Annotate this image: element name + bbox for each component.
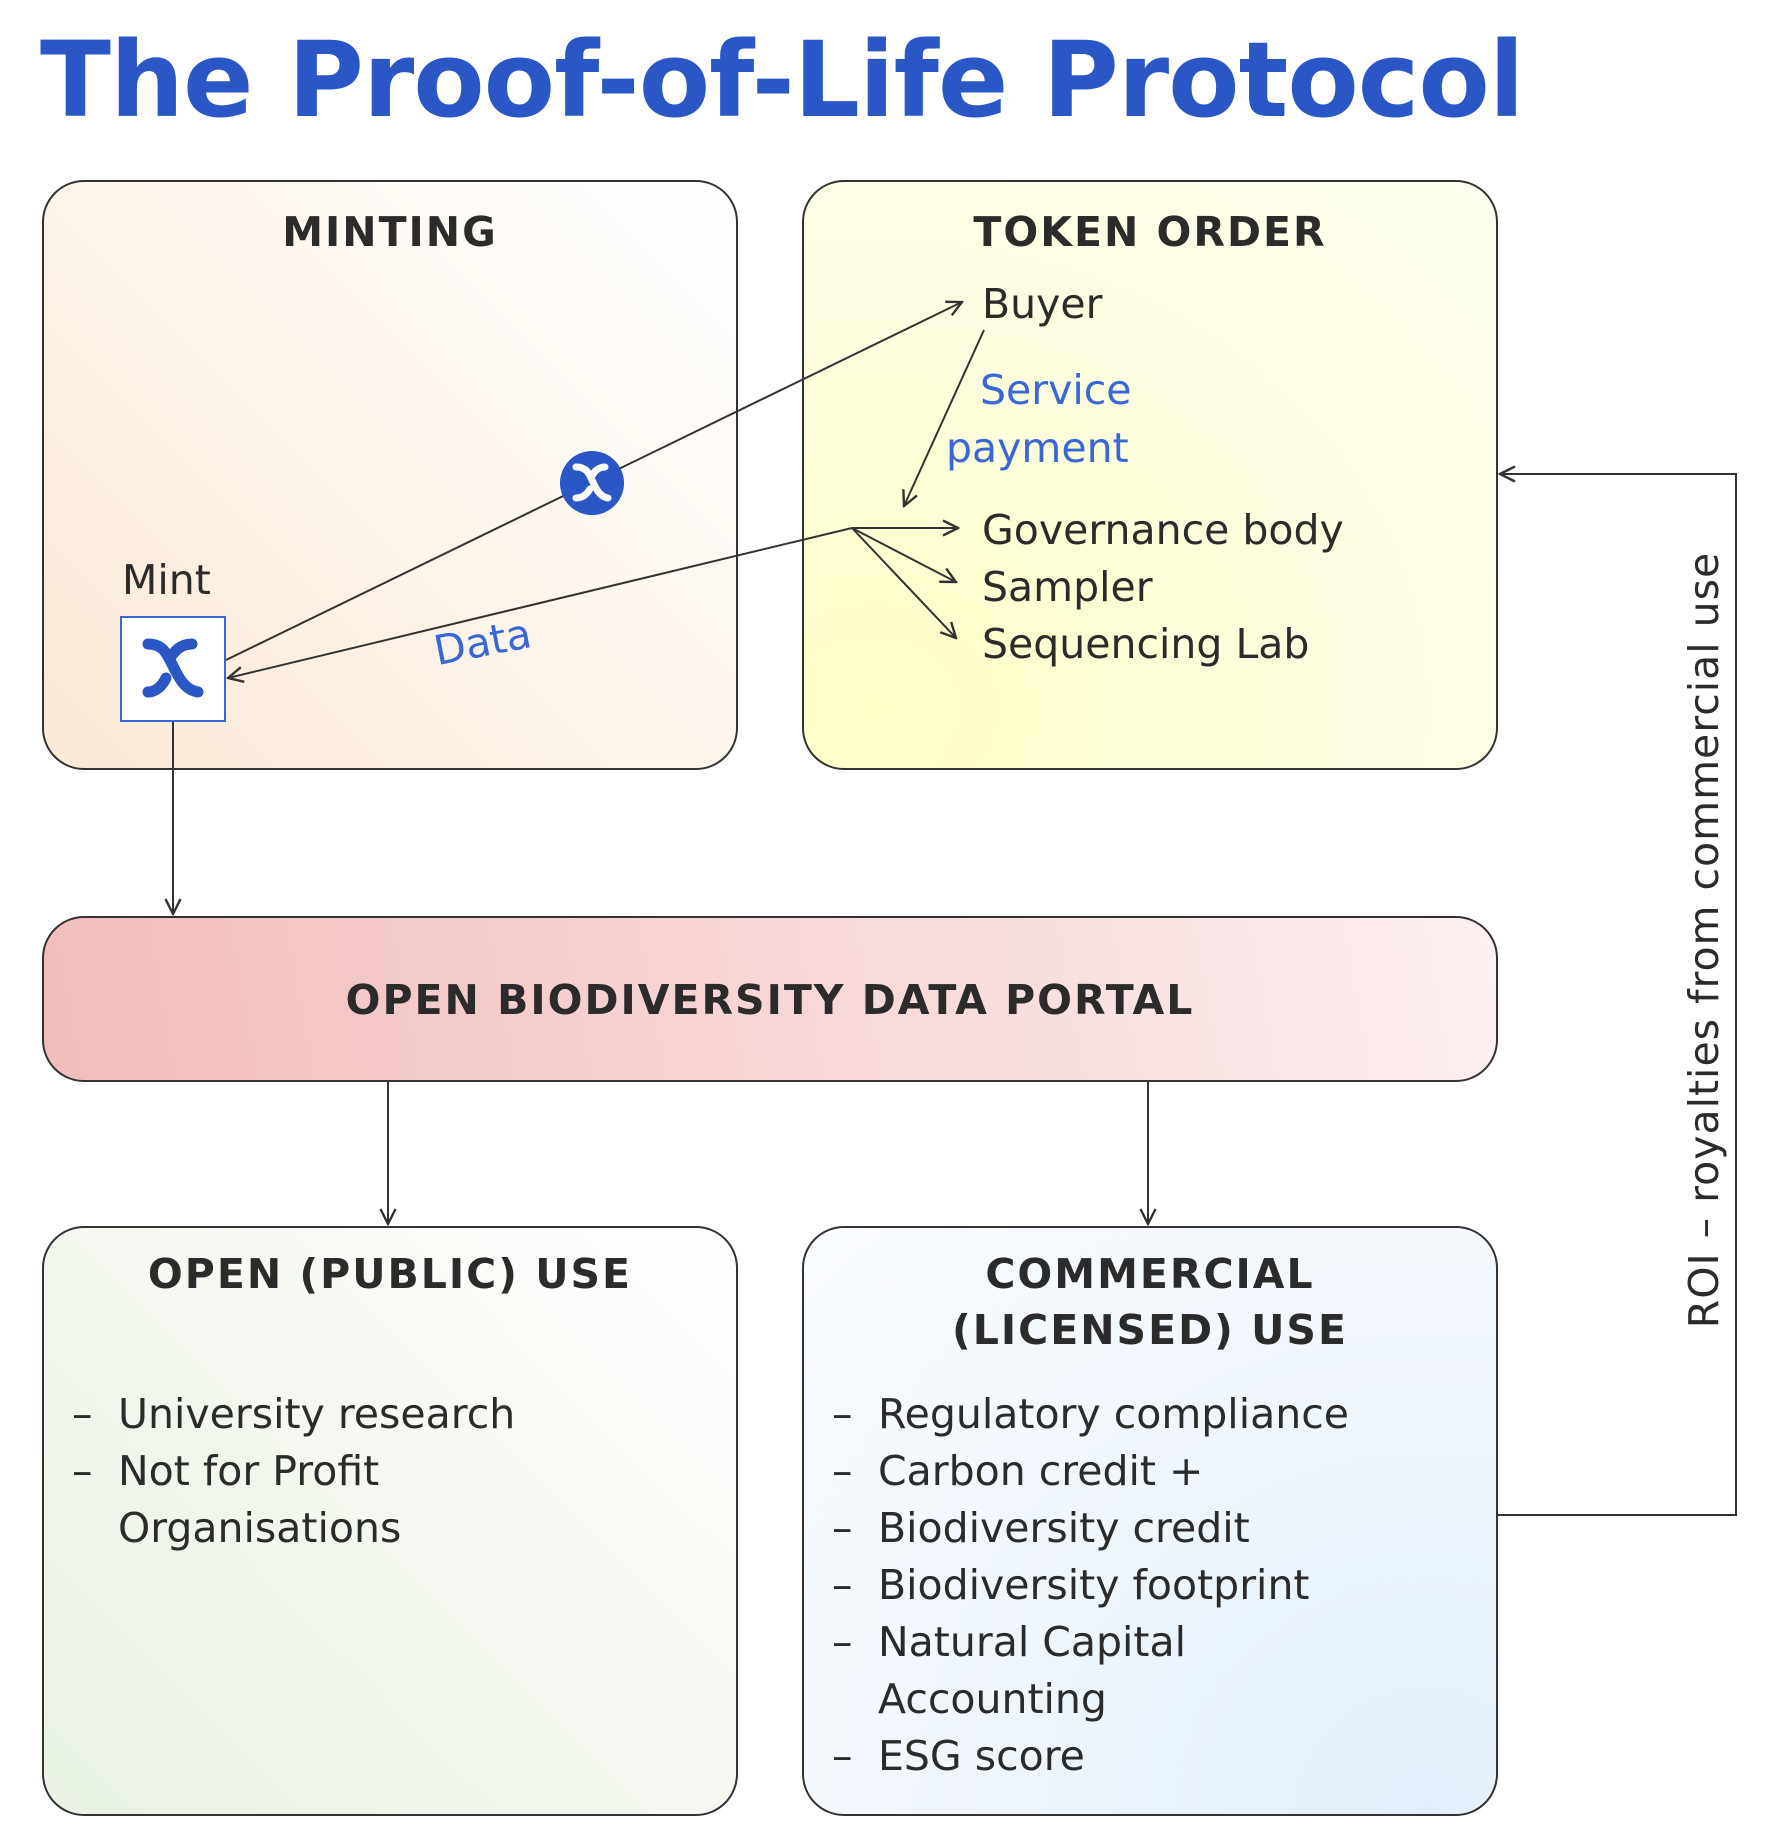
commercial-use-list: –Regulatory compliance –Carbon credit + …	[832, 1386, 1349, 1785]
mint-label: Mint	[122, 556, 211, 604]
token-glyph-icon	[142, 638, 204, 698]
list-item: –ESG score	[832, 1732, 1085, 1780]
buyer-label: Buyer	[982, 280, 1103, 328]
open-use-box: OPEN (PUBLIC) USE –University research –…	[42, 1226, 738, 1816]
open-use-list: –University research –Not for Profit Org…	[72, 1386, 515, 1557]
list-item: Accounting	[878, 1675, 1107, 1723]
list-item: –Regulatory compliance	[832, 1390, 1349, 1438]
roi-loop-arrow	[1498, 474, 1737, 1516]
token-order-title: TOKEN ORDER	[973, 208, 1327, 256]
service-payment-arrow	[904, 329, 985, 506]
list-item: –Not for Profit	[72, 1447, 380, 1495]
commercial-use-title-1: COMMERCIAL	[985, 1250, 1315, 1298]
commercial-use-title-2: (LICENSED) USE	[952, 1306, 1348, 1354]
list-item: Organisations	[118, 1504, 402, 1552]
recipient-sequencing-lab: Sequencing Lab	[982, 620, 1310, 668]
data-to-mint-arrow	[228, 527, 853, 678]
data-portal-box: OPEN BIODIVERSITY DATA PORTAL	[42, 916, 1498, 1082]
mint-token-box	[120, 616, 226, 722]
list-item: –University research	[72, 1390, 516, 1438]
service-payment-label-1: Service	[980, 366, 1132, 414]
open-use-title: OPEN (PUBLIC) USE	[147, 1250, 633, 1298]
data-portal-title: OPEN BIODIVERSITY DATA PORTAL	[345, 976, 1195, 1024]
token-coin-icon	[560, 451, 624, 515]
list-item: –Biodiversity credit	[832, 1504, 1250, 1552]
list-item: –Biodiversity footprint	[832, 1561, 1310, 1609]
branch-lab-arrow	[851, 527, 956, 638]
service-payment-label-2: payment	[946, 424, 1129, 472]
minting-title: MINTING	[282, 208, 498, 256]
list-item: –Natural Capital	[832, 1618, 1187, 1666]
list-item: –Carbon credit +	[832, 1447, 1204, 1495]
recipient-governance-body: Governance body	[982, 506, 1344, 554]
commercial-use-box: COMMERCIAL (LICENSED) USE –Regulatory co…	[802, 1226, 1498, 1816]
recipient-sampler: Sampler	[982, 563, 1153, 611]
branch-sampler-arrow	[851, 527, 956, 582]
page-title: The Proof-of-Life Protocol	[40, 19, 1525, 141]
